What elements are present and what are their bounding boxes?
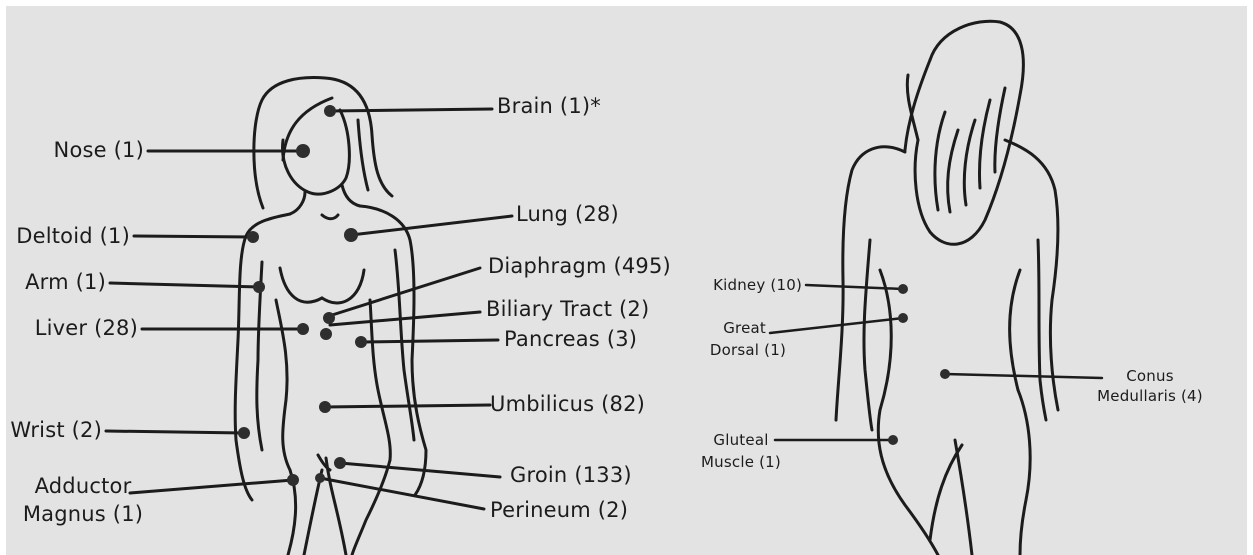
dot-liver — [297, 323, 309, 335]
label-conus-line1: Conus — [1085, 366, 1215, 386]
label-adductor-line2: Magnus (1) — [18, 502, 148, 526]
dot-perineum — [315, 473, 325, 483]
dot-great-dorsal — [898, 313, 908, 323]
dot-arm — [253, 281, 265, 293]
label-wrist: Wrist (2) — [4, 418, 102, 442]
dot-diaphragm — [323, 312, 335, 324]
label-arm: Arm (1) — [4, 270, 106, 294]
dot-umbilicus — [319, 401, 331, 413]
label-brain: Brain (1)* — [497, 94, 601, 118]
label-great-line1: Great — [690, 318, 766, 338]
dot-biliary — [320, 328, 332, 340]
dot-wrist — [238, 427, 250, 439]
dot-lung — [344, 228, 358, 242]
label-liver: Liver (28) — [4, 316, 138, 340]
dot-conus — [940, 369, 950, 379]
label-conus-line2: Medullaris (4) — [1085, 386, 1215, 406]
front-leader-lines — [106, 109, 512, 509]
label-gluteal-line1: Gluteal — [696, 430, 786, 450]
dot-pancreas — [355, 336, 367, 348]
label-biliary-tract: Biliary Tract (2) — [486, 297, 649, 321]
label-umbilicus: Umbilicus (82) — [490, 392, 645, 416]
label-great-line2: Dorsal (1) — [690, 340, 786, 360]
dot-deltoid — [247, 231, 259, 243]
label-gluteal-line2: Muscle (1) — [696, 452, 786, 472]
label-nose: Nose (1) — [20, 138, 144, 162]
dot-groin — [334, 457, 346, 469]
label-perineum: Perineum (2) — [490, 498, 628, 522]
dot-adductor — [287, 474, 299, 486]
label-lung: Lung (28) — [516, 202, 619, 226]
label-deltoid: Deltoid (1) — [4, 224, 130, 248]
dot-brain — [324, 105, 336, 117]
label-pancreas: Pancreas (3) — [504, 327, 637, 351]
label-kidney: Kidney (10) — [690, 275, 802, 295]
label-diaphragm: Diaphragm (495) — [488, 254, 671, 278]
dot-gluteal — [888, 435, 898, 445]
dot-nose — [296, 144, 310, 158]
label-groin: Groin (133) — [510, 463, 632, 487]
dot-kidney — [898, 284, 908, 294]
label-adductor-line1: Adductor — [18, 474, 148, 498]
